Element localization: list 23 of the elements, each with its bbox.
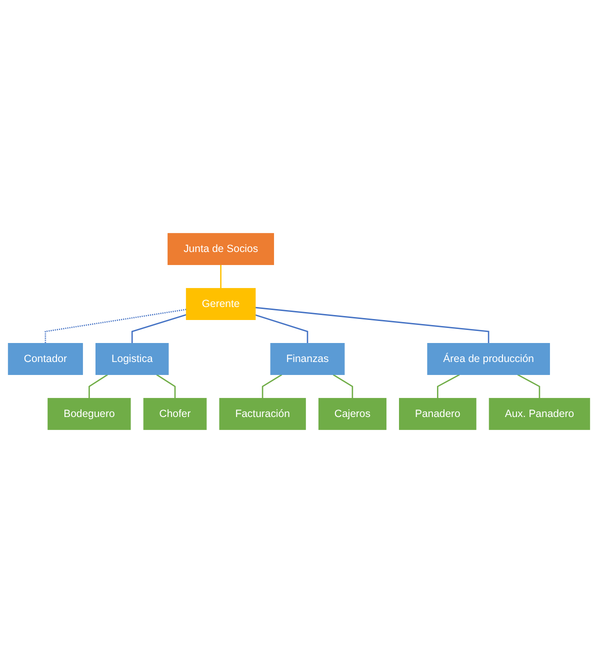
node-box: Cajeros: [318, 398, 386, 430]
connector: [517, 374, 540, 398]
node-box: Logistica: [95, 343, 169, 375]
connector: [44, 308, 186, 344]
connector: [437, 374, 460, 398]
node-box: Contador: [8, 343, 83, 375]
node-box: Panadero: [399, 398, 476, 430]
connector: [88, 374, 108, 398]
node-box: Gerente: [186, 288, 256, 320]
node-box: Facturación: [219, 398, 306, 430]
connector: [332, 374, 354, 398]
node-box: Chofer: [143, 398, 207, 430]
connector: [220, 264, 222, 288]
connector: [255, 314, 308, 344]
connector: [255, 306, 490, 344]
connector: [156, 374, 176, 398]
node-box: Junta de Socios: [168, 233, 274, 266]
connector: [262, 374, 282, 398]
node-box: Aux. Panadero: [488, 398, 590, 430]
connector: [131, 314, 186, 344]
node-box: Área de producción: [427, 343, 550, 375]
node-box: Finanzas: [270, 343, 345, 375]
node-box: Bodeguero: [48, 398, 131, 430]
